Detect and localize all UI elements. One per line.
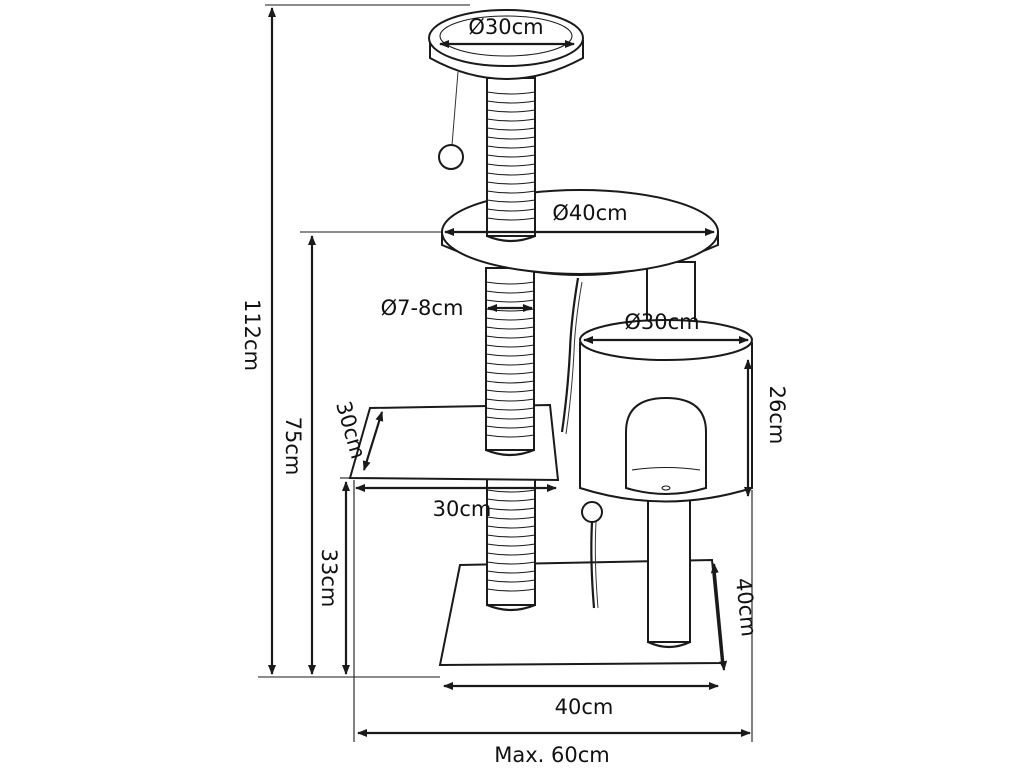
- sisal-stripe: [485, 362, 535, 366]
- sisal-stripe: [486, 91, 536, 95]
- sisal-stripe: [486, 109, 536, 113]
- middle-diameter-label: Ø40cm: [552, 201, 627, 225]
- sisal-stripe: [485, 335, 535, 339]
- sisal-stripe: [485, 290, 535, 294]
- base-width-label: 40cm: [555, 695, 614, 719]
- sisal-stripe: [486, 190, 536, 194]
- max-width-label: Max. 60cm: [494, 743, 610, 767]
- lower-scratching-post: [486, 477, 536, 612]
- middle-scratching-post: [485, 267, 535, 457]
- sisal-stripe: [486, 136, 536, 140]
- sisal-stripe: [485, 326, 535, 330]
- top-diameter-label: Ø30cm: [468, 15, 543, 39]
- sisal-stripe: [486, 172, 536, 176]
- top-bed: [428, 9, 584, 80]
- base-depth-label: 40cm: [731, 577, 761, 638]
- sisal-stripe: [486, 579, 536, 583]
- sisal-stripe: [486, 498, 536, 502]
- step-height-label: 33cm: [317, 549, 341, 608]
- base-depth-arrow: [710, 563, 728, 671]
- hanging-ball-toy-condo: [581, 501, 603, 609]
- sisal-stripe: [486, 507, 536, 511]
- hanging-ball-toy-top: [438, 71, 464, 170]
- extension-lines: [258, 4, 753, 742]
- condo-diameter-label: Ø30cm: [624, 310, 699, 334]
- total-height-label: 112cm: [240, 299, 264, 371]
- condo-support-post: [647, 499, 691, 649]
- sisal-stripe: [485, 380, 535, 384]
- sisal-stripe: [486, 181, 536, 185]
- sisal-stripe: [486, 145, 536, 149]
- platform-height-label: 75cm: [281, 417, 305, 476]
- sisal-stripe: [486, 543, 536, 547]
- sisal-stripe: [486, 118, 536, 122]
- hanging-rope-toy-middle: [560, 277, 583, 435]
- condo: [579, 319, 753, 503]
- sisal-stripe: [485, 344, 535, 348]
- sisal-stripe: [486, 561, 536, 565]
- sisal-stripe: [486, 516, 536, 520]
- sisal-stripe: [485, 317, 535, 321]
- sisal-stripe: [486, 208, 536, 212]
- step-width-label: 30cm: [433, 497, 492, 521]
- sisal-stripe: [485, 281, 535, 285]
- sisal-stripe: [485, 389, 535, 393]
- upper-scratching-post: [486, 77, 536, 243]
- sisal-stripe: [486, 217, 536, 221]
- sisal-stripe: [486, 588, 536, 592]
- sisal-stripe: [485, 299, 535, 303]
- sisal-stripe: [485, 434, 535, 438]
- sisal-stripe: [486, 552, 536, 556]
- sisal-stripe: [485, 371, 535, 375]
- sisal-stripe: [485, 398, 535, 402]
- condo-height-label: 26cm: [765, 386, 789, 445]
- sisal-stripe: [486, 534, 536, 538]
- sisal-stripe: [486, 127, 536, 131]
- sisal-stripe: [486, 199, 536, 203]
- sisal-stripe: [486, 570, 536, 574]
- sisal-stripe: [485, 425, 535, 429]
- dimension-arrows: [268, 6, 752, 737]
- sisal-stripe: [485, 416, 535, 420]
- sisal-stripe: [486, 525, 536, 529]
- post-diameter-label: Ø7-8cm: [381, 296, 464, 320]
- sisal-stripe: [486, 100, 536, 104]
- sisal-stripe: [485, 353, 535, 357]
- sisal-stripe: [485, 407, 535, 411]
- sisal-stripe: [486, 154, 536, 158]
- step-depth-arrow: [362, 411, 384, 471]
- sisal-stripe: [486, 163, 536, 167]
